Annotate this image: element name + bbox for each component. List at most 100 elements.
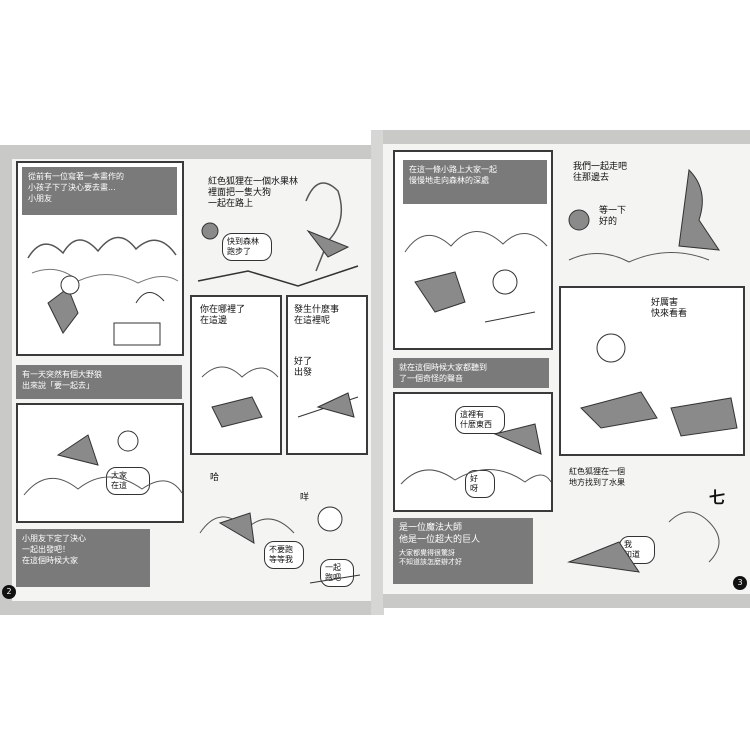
bubble-line: 快到森林	[227, 237, 259, 246]
left-page: 從前有一位寫著一本畫作的 小孩子下了決心要去畫... 小朋友 紅色狐狸在一個水果…	[0, 145, 372, 615]
speech-bubble: 快到森林 跑步了	[222, 233, 272, 261]
text-line: 在這邊	[200, 316, 228, 326]
comic-panel-r5: 紅色狐狸在一個 地方找到了水果 七 我 知道	[559, 462, 745, 586]
comic-art	[568, 168, 721, 263]
page-number: 3	[733, 576, 747, 590]
text-line: 我們一起走吧	[573, 162, 628, 172]
caption-line: 他是一位超大的巨人	[399, 535, 481, 545]
speech-bubble: 大家 在這	[106, 467, 150, 495]
comic-panel-3: 大家 在這	[16, 403, 184, 523]
sound-effect: 哈	[210, 473, 220, 483]
comic-art	[23, 430, 182, 496]
caption-line: 小孩子下了決心要去畫...	[28, 183, 116, 192]
narration-caption: 在這一條小路上大家一起 慢慢地走向森林的深處	[403, 160, 547, 204]
page-margin	[0, 145, 12, 615]
caption-line: 一起出發吧！	[22, 545, 70, 554]
bubble-line: 跑步了	[227, 247, 251, 256]
text-line: 在這裡呢	[294, 316, 331, 326]
bubble-line: 呀	[470, 484, 478, 493]
right-page: 在這一條小路上大家一起 慢慢地走向森林的深處 我們一起走吧 往那邊去 等一下 好…	[383, 130, 750, 608]
bubble-line: 知道	[624, 550, 640, 559]
sound-effect: 七	[709, 488, 726, 507]
comic-panel-6: 咩 哈 不要跑 等等我 一起 跑吧	[190, 463, 368, 593]
dialogue-text: 我們一起走吧 往那邊去	[573, 162, 683, 184]
caption-line: 從前有一位寫著一本畫作的	[28, 172, 124, 181]
text-line: 地方找到了水果	[569, 478, 625, 487]
comic-panel-r3: 這裡有 什麼東西 好 呀	[393, 392, 553, 512]
comic-panel-2: 紅色狐狸在一個水果林 裡面把一隻大狗 一起在路上 快到森林 跑步了	[188, 161, 366, 301]
speech-bubble: 一起 跑吧	[320, 559, 354, 587]
dialogue-text: 等一下 好的	[599, 206, 659, 228]
speech-bubble: 不要跑 等等我	[264, 541, 304, 569]
comic-panel-5: 發生什麼事 在這裡呢 好了 出發	[286, 295, 368, 455]
narration-caption: 是一位魔法大師 他是一位超大的巨人 大家都覺得很驚訝 不知道該怎麼辦才好	[393, 518, 533, 584]
dialogue-text: 發生什麼事 在這裡呢	[294, 305, 366, 327]
text-line: 等一下	[599, 206, 627, 216]
text-line: 好厲害	[651, 298, 679, 308]
caption-line: 大家都覺得很驚訝	[399, 549, 455, 557]
dialogue-text: 好厲害 快來看看	[651, 298, 741, 320]
text-line: 往那邊去	[573, 173, 610, 183]
caption-line: 是一位魔法大師	[399, 523, 463, 533]
text-line: 快來看看	[651, 309, 688, 319]
comic-art	[580, 333, 738, 437]
narration-caption: 就在這個時候大家都聽到 了一個奇怪的聲音	[393, 358, 549, 388]
text-line: 紅色狐狸在一個水果林	[208, 177, 299, 187]
comic-panel-r1: 在這一條小路上大家一起 慢慢地走向森林的深處	[393, 150, 553, 350]
narration-text: 紅色狐狸在一個 地方找到了水果	[569, 466, 719, 488]
bubble-line: 大家	[111, 471, 127, 480]
speech-bubble: 這裡有 什麼東西	[455, 406, 505, 434]
dialogue-text: 好了 出發	[294, 357, 354, 379]
page-margin	[383, 594, 750, 608]
page-margin	[0, 601, 372, 615]
caption-line: 有一天突然有個大野狼	[22, 370, 102, 379]
text-line: 一起在路上	[208, 199, 254, 209]
sound-effect: 咩	[300, 493, 310, 503]
page-margin	[383, 130, 750, 144]
book-gutter	[371, 130, 384, 615]
narration-text: 紅色狐狸在一個水果林 裡面把一隻大狗 一起在路上	[208, 177, 328, 210]
comic-art	[400, 423, 551, 485]
speech-bubble: 好 呀	[465, 470, 495, 498]
caption-line: 在這一條小路上大家一起	[409, 165, 497, 174]
narration-caption: 有一天突然有個大野狼 出來說「要一起去」	[16, 365, 182, 399]
comic-art	[297, 392, 359, 418]
bubble-line: 好	[470, 474, 478, 483]
comic-panel-1: 從前有一位寫著一本畫作的 小孩子下了決心要去畫... 小朋友	[16, 161, 184, 356]
page-number: 2	[2, 585, 16, 599]
comic-panel-4: 你在哪裡了 在這邊	[190, 295, 282, 455]
bubble-line: 我	[624, 540, 632, 549]
text-line: 你在哪裡了	[200, 305, 246, 315]
bubble-line: 一起	[325, 563, 341, 572]
comic-panel-r2: 我們一起走吧 往那邊去 等一下 好的	[559, 150, 745, 280]
comic-art	[201, 366, 279, 428]
bubble-line: 等等我	[269, 555, 293, 564]
caption-line: 慢慢地走向森林的深處	[409, 176, 489, 185]
caption-line: 小朋友下定了決心	[22, 534, 86, 543]
comic-art	[567, 511, 720, 573]
comic-art	[404, 231, 548, 323]
comic-panel-r4: 好厲害 快來看看	[559, 286, 745, 456]
bubble-line: 什麼東西	[460, 420, 492, 429]
text-line: 紅色狐狸在一個	[569, 467, 625, 476]
bubble-line: 這裡有	[460, 410, 484, 419]
text-line: 好的	[599, 217, 618, 227]
caption-line: 就在這個時候大家都聽到	[399, 363, 487, 372]
caption-line: 了一個奇怪的聲音	[399, 374, 463, 383]
dialogue-text: 你在哪裡了 在這邊	[200, 305, 278, 327]
comic-art	[199, 506, 361, 584]
caption-line: 小朋友	[28, 194, 52, 203]
narration-caption: 從前有一位寫著一本畫作的 小孩子下了決心要去畫... 小朋友	[22, 167, 177, 215]
bubble-line: 跑吧	[325, 573, 341, 582]
comic-art	[197, 182, 359, 287]
text-line: 裡面把一隻大狗	[208, 188, 272, 198]
text-line: 好了	[294, 357, 313, 367]
caption-line: 出來說「要一起去」	[22, 381, 94, 390]
page-margin	[0, 145, 372, 159]
comic-art	[27, 236, 179, 346]
caption-line: 不知道該怎麼辦才好	[399, 558, 462, 566]
narration-caption: 小朋友下定了決心 一起出發吧！ 在這個時候大家	[16, 529, 150, 587]
bubble-line: 在這	[111, 481, 127, 490]
caption-line: 在這個時候大家	[22, 556, 78, 565]
